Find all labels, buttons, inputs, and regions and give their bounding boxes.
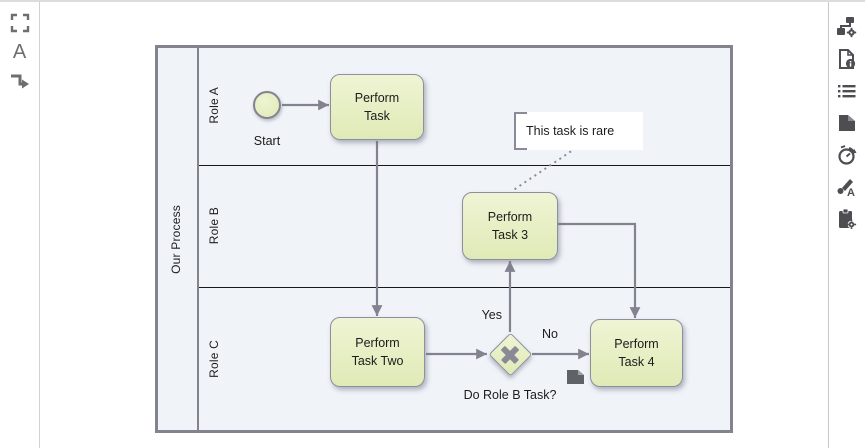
pool-header[interactable]: Our Process: [155, 45, 199, 433]
font-tool-button[interactable]: A: [7, 40, 33, 64]
appearance-font-button[interactable]: A: [834, 175, 860, 199]
task-label-line: Task 4: [618, 355, 655, 369]
lane-label: Role A: [207, 86, 221, 124]
appearance-font-icon: A: [836, 176, 858, 198]
properties-list-button[interactable]: [834, 79, 860, 103]
right-toolbar: A: [828, 2, 865, 448]
connector-tool-icon: [8, 70, 32, 92]
task-label-line: Perform: [487, 209, 533, 224]
properties-list-icon: [836, 80, 858, 102]
lane-divider: [199, 287, 730, 288]
reset-history-button[interactable]: [834, 143, 860, 167]
document-info-icon: [836, 48, 858, 70]
task-perform-task[interactable]: Perform Task: [330, 74, 424, 140]
fit-viewport-button[interactable]: [7, 11, 33, 35]
lane-divider: [199, 165, 730, 166]
flow-label-yes: Yes: [481, 308, 502, 322]
flow-label-no: No: [542, 327, 558, 341]
task-label-line: Perform: [614, 336, 659, 351]
connector-tool-button[interactable]: [7, 69, 33, 93]
annotation-bracket-icon: [513, 112, 529, 155]
task-perform-task-two[interactable]: Perform Task Two: [330, 317, 425, 387]
fit-viewport-icon: [9, 12, 31, 34]
task-label-line: Task: [364, 109, 390, 123]
task-perform-task-4[interactable]: Perform Task 4: [590, 319, 683, 387]
pool-label: Our Process: [169, 204, 183, 274]
diagram-settings-button[interactable]: [834, 15, 860, 39]
document-info-button[interactable]: [834, 47, 860, 71]
task-label-line: Perform: [354, 90, 400, 105]
gateway-label: Do Role B Task?: [463, 388, 557, 402]
start-event-label: Start: [253, 134, 281, 148]
data-object-icon[interactable]: [566, 369, 585, 385]
lane-role-a[interactable]: Role A: [201, 45, 227, 165]
file-button[interactable]: [834, 111, 860, 135]
font-tool-icon: A: [12, 41, 27, 63]
left-toolbar: A: [0, 2, 40, 448]
start-event[interactable]: [253, 91, 281, 119]
reset-history-icon: [836, 144, 858, 166]
clipboard-settings-icon: [836, 208, 858, 230]
lane-label: Role C: [207, 339, 221, 378]
file-icon: [836, 112, 858, 134]
lane-role-b[interactable]: Role B: [201, 165, 227, 287]
lane-label: Role B: [207, 207, 221, 245]
exclusive-gateway[interactable]: [488, 332, 532, 376]
task-perform-task-3[interactable]: Perform Task 3: [462, 192, 558, 260]
task-label-line: Task Two: [351, 354, 404, 368]
diagram-settings-icon: [836, 16, 858, 38]
task-label-line: Perform: [355, 335, 400, 350]
text-annotation[interactable]: This task is rare: [514, 112, 643, 150]
svg-text:A: A: [847, 187, 855, 198]
task-label-line: Task 3: [491, 228, 529, 242]
gateway-x-icon: [488, 332, 532, 376]
lane-role-c[interactable]: Role C: [201, 287, 227, 430]
clipboard-settings-button[interactable]: [834, 207, 860, 231]
annotation-text: This task is rare: [526, 124, 615, 138]
